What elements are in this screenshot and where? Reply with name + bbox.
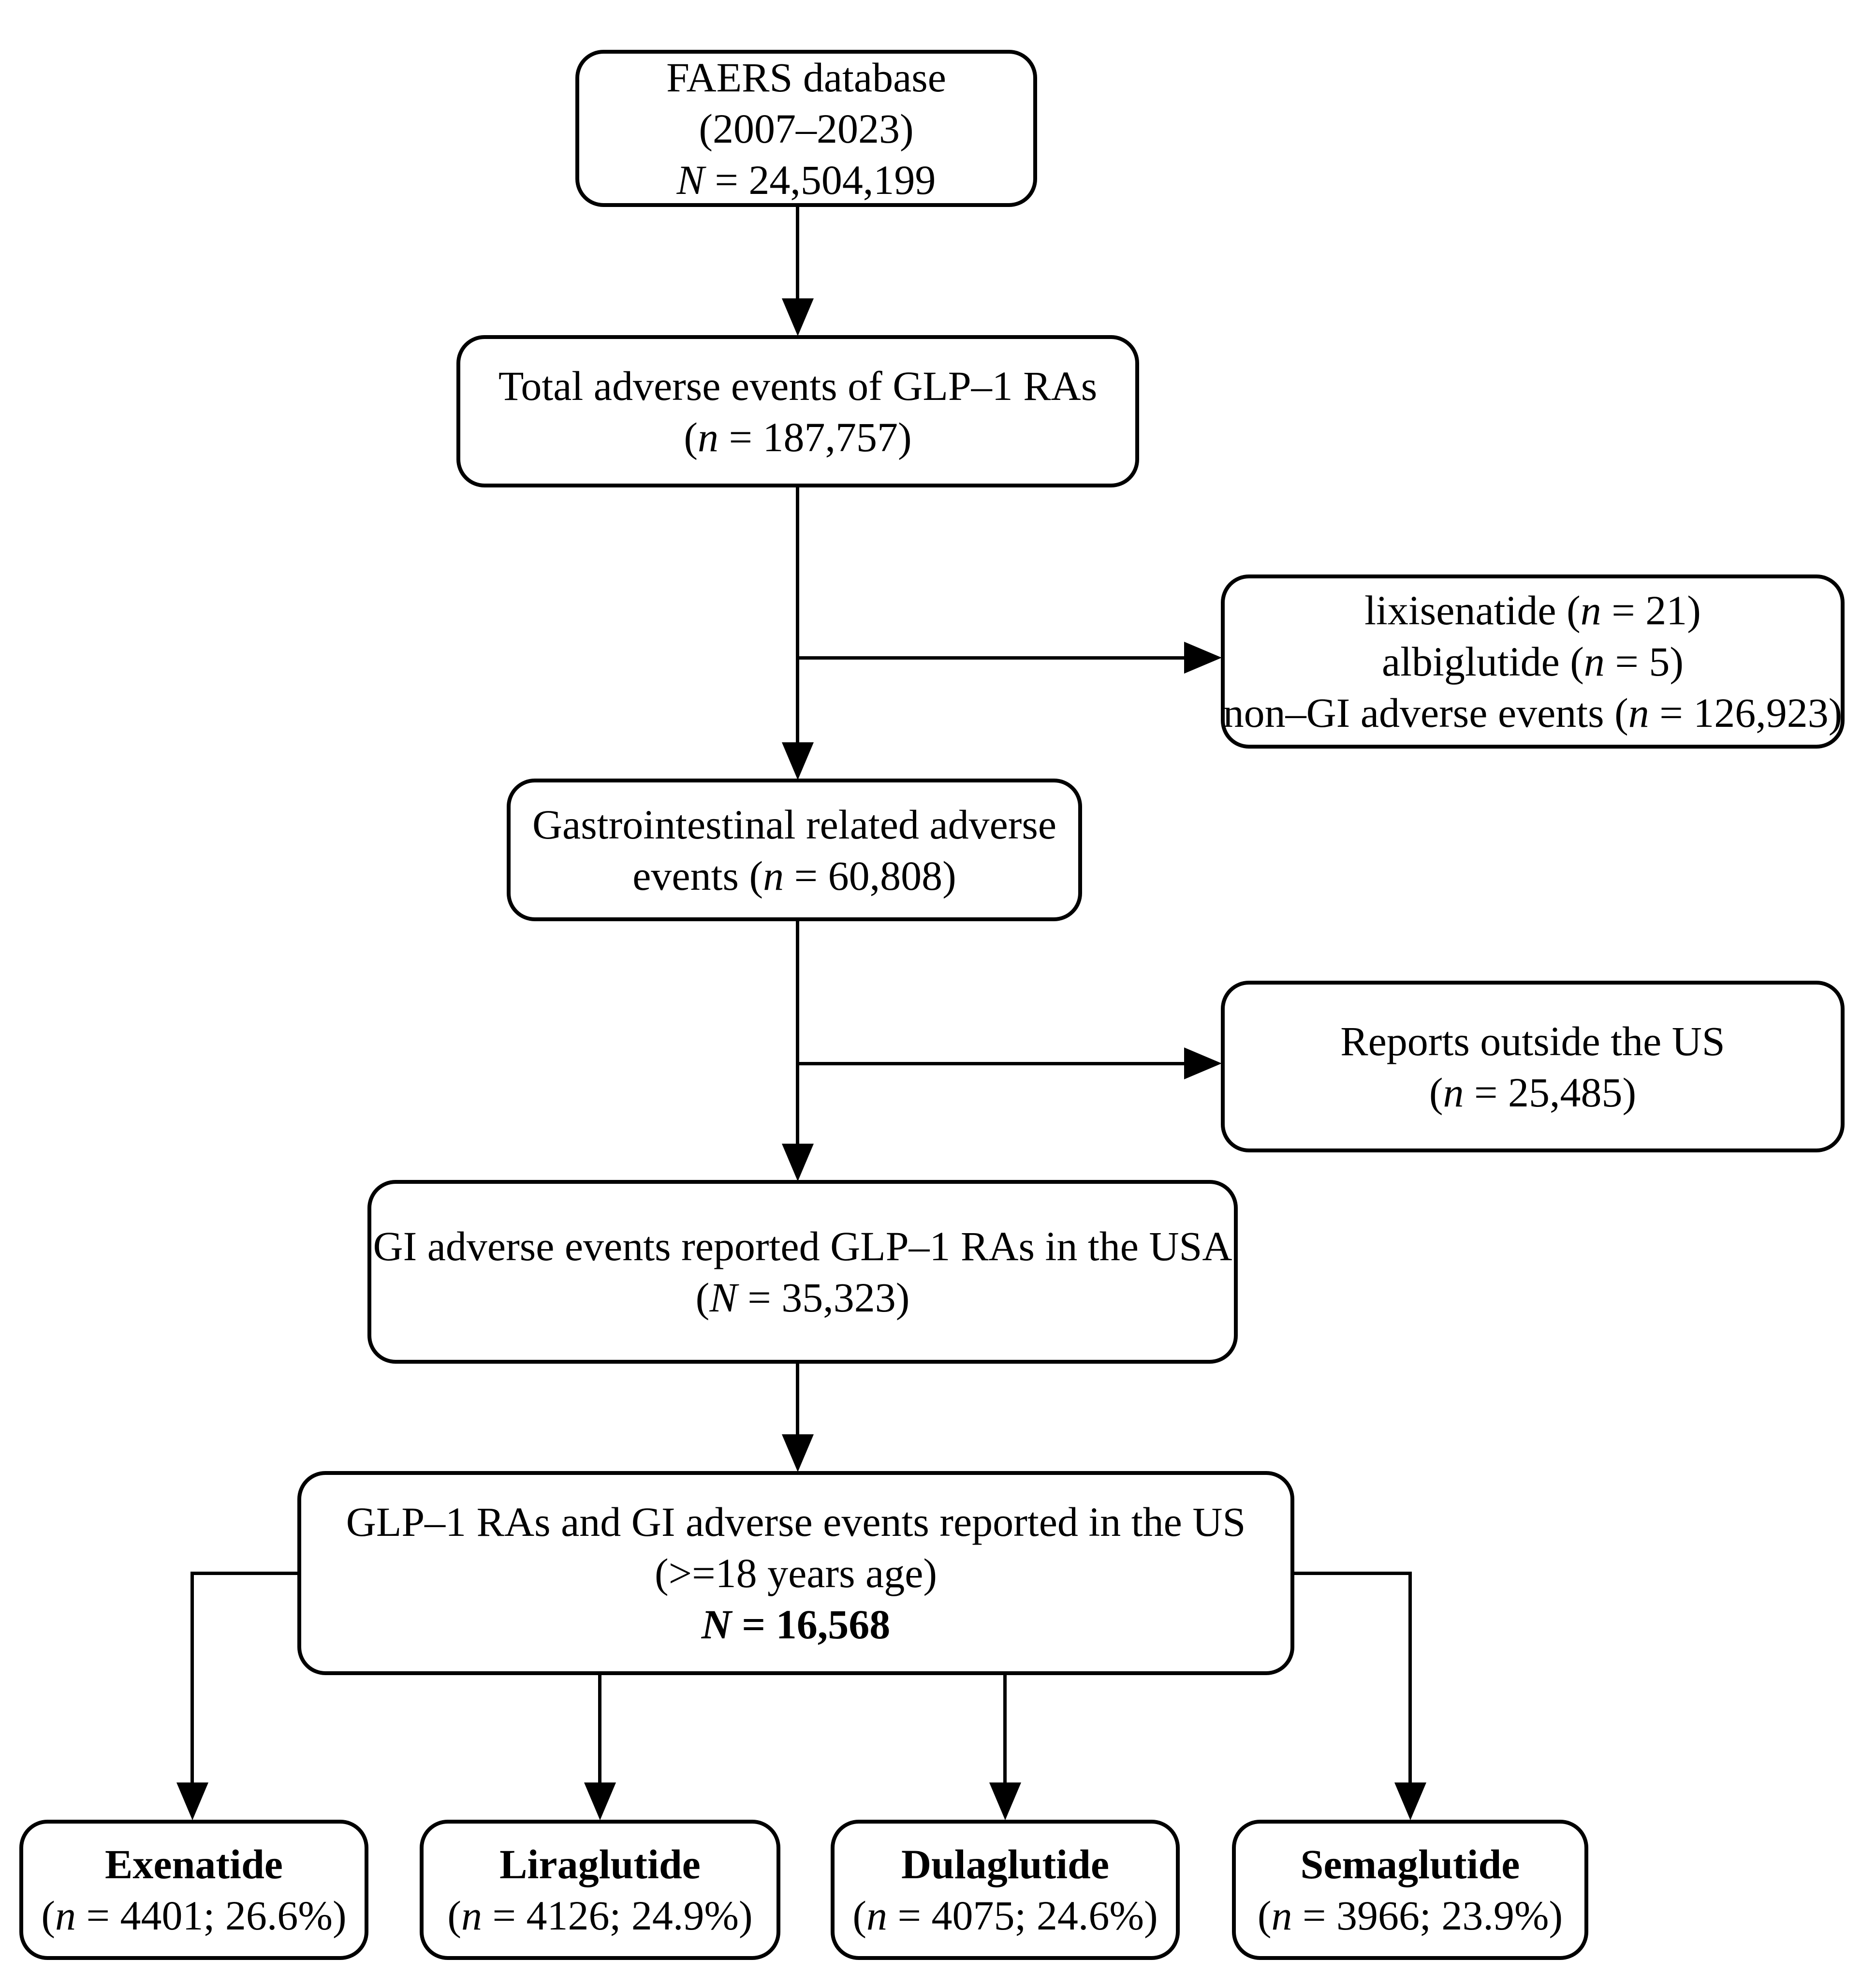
box-dulaglutide: Dulaglutide (n = 4075; 24.6%) (831, 1820, 1180, 1960)
connector-to-dulaglutide (1003, 1675, 1007, 1783)
connector-to-liraglutide (598, 1675, 601, 1783)
connector-faers-to-total (796, 207, 799, 299)
box-reports-outside-us: Reports outside the US (n = 25,485) (1221, 981, 1845, 1152)
box-text-line: (>=18 years age) (654, 1550, 938, 1596)
box-adults-us-final-sample: GLP–1 RAs and GI adverse events reported… (297, 1471, 1294, 1675)
box-text-line: events (n = 60,808) (632, 852, 956, 899)
box-text-line: (n = 3966; 23.9%) (1257, 1892, 1563, 1939)
connector-to-exenatide (190, 1572, 194, 1783)
box-text-line: N = 16,568 (701, 1601, 891, 1648)
box-text-line: Exenatide (105, 1841, 283, 1887)
box-text-line: GI adverse events reported GLP–1 RAs in … (373, 1223, 1232, 1269)
box-text-line: (n = 187,757) (684, 413, 912, 460)
connector-adults-left-branch (192, 1572, 299, 1575)
arrowhead-to-excluded (1184, 642, 1222, 674)
connector-adults-right-branch (1294, 1572, 1410, 1575)
connector-branch-to-outside (796, 1062, 1185, 1065)
box-faers-database: FAERS database(2007–2023)N = 24,504,199 (575, 50, 1037, 207)
arrowhead-to-semaglutide (1394, 1782, 1426, 1820)
box-text-line: (n = 25,485) (1429, 1069, 1637, 1116)
box-text-line: (n = 4075; 24.6%) (852, 1892, 1158, 1939)
box-total-adverse-events: Total adverse events of GLP–1 RAs(n = 18… (456, 335, 1139, 487)
arrowhead-to-outside (1184, 1047, 1222, 1079)
connector-to-semaglutide (1408, 1572, 1412, 1783)
connector-gi-to-usa (796, 921, 799, 1144)
box-text-line: (N = 35,323) (695, 1274, 910, 1321)
box-text-line: GLP–1 RAs and GI adverse events reported… (346, 1499, 1246, 1545)
box-text-line: Semaglutide (1300, 1841, 1520, 1887)
arrowhead-to-exenatide (176, 1782, 208, 1820)
box-text-line: (n = 4126; 24.9%) (447, 1892, 753, 1939)
connector-total-to-gi (796, 487, 799, 742)
box-text-line: Gastrointestinal related adverse (532, 801, 1057, 848)
box-text-line: (n = 4401; 26.6%) (41, 1892, 347, 1939)
arrowhead-to-gi (782, 742, 814, 780)
box-text-line: lixisenatide (n = 21) (1364, 587, 1701, 633)
box-exenatide: Exenatide (n = 4401; 26.6%) (19, 1820, 368, 1960)
box-text-line: N = 24,504,199 (676, 156, 936, 203)
connector-usa-to-adults (796, 1364, 799, 1435)
box-text-line: albiglutide (n = 5) (1381, 638, 1684, 685)
box-liraglutide: Liraglutide (n = 4126; 24.9%) (420, 1820, 780, 1960)
connector-branch-to-excluded (796, 656, 1185, 660)
box-text-line: non–GI adverse events (n = 126,923) (1223, 690, 1843, 736)
box-excluded-drugs-and-nongi-events: lixisenatide (n = 21) albiglutide (n = 5)… (1221, 574, 1845, 749)
box-text-line: (2007–2023) (699, 105, 914, 152)
arrowhead-to-total (782, 298, 814, 336)
box-text-line: FAERS database (666, 54, 946, 101)
box-semaglutide: Semaglutide (n = 3966; 23.9%) (1232, 1820, 1588, 1960)
box-text-line: Liraglutide (499, 1841, 701, 1887)
arrowhead-to-liraglutide (584, 1782, 616, 1820)
box-text-line: Dulaglutide (901, 1841, 1110, 1887)
box-gi-adverse-events-usa: GI adverse events reported GLP–1 RAs in … (367, 1180, 1238, 1364)
arrowhead-to-adults (782, 1434, 814, 1472)
box-text-line: Total adverse events of GLP–1 RAs (498, 362, 1098, 409)
arrowhead-to-dulaglutide (989, 1782, 1021, 1820)
arrowhead-to-usa (782, 1144, 814, 1181)
box-text-line: Reports outside the US (1340, 1017, 1725, 1064)
